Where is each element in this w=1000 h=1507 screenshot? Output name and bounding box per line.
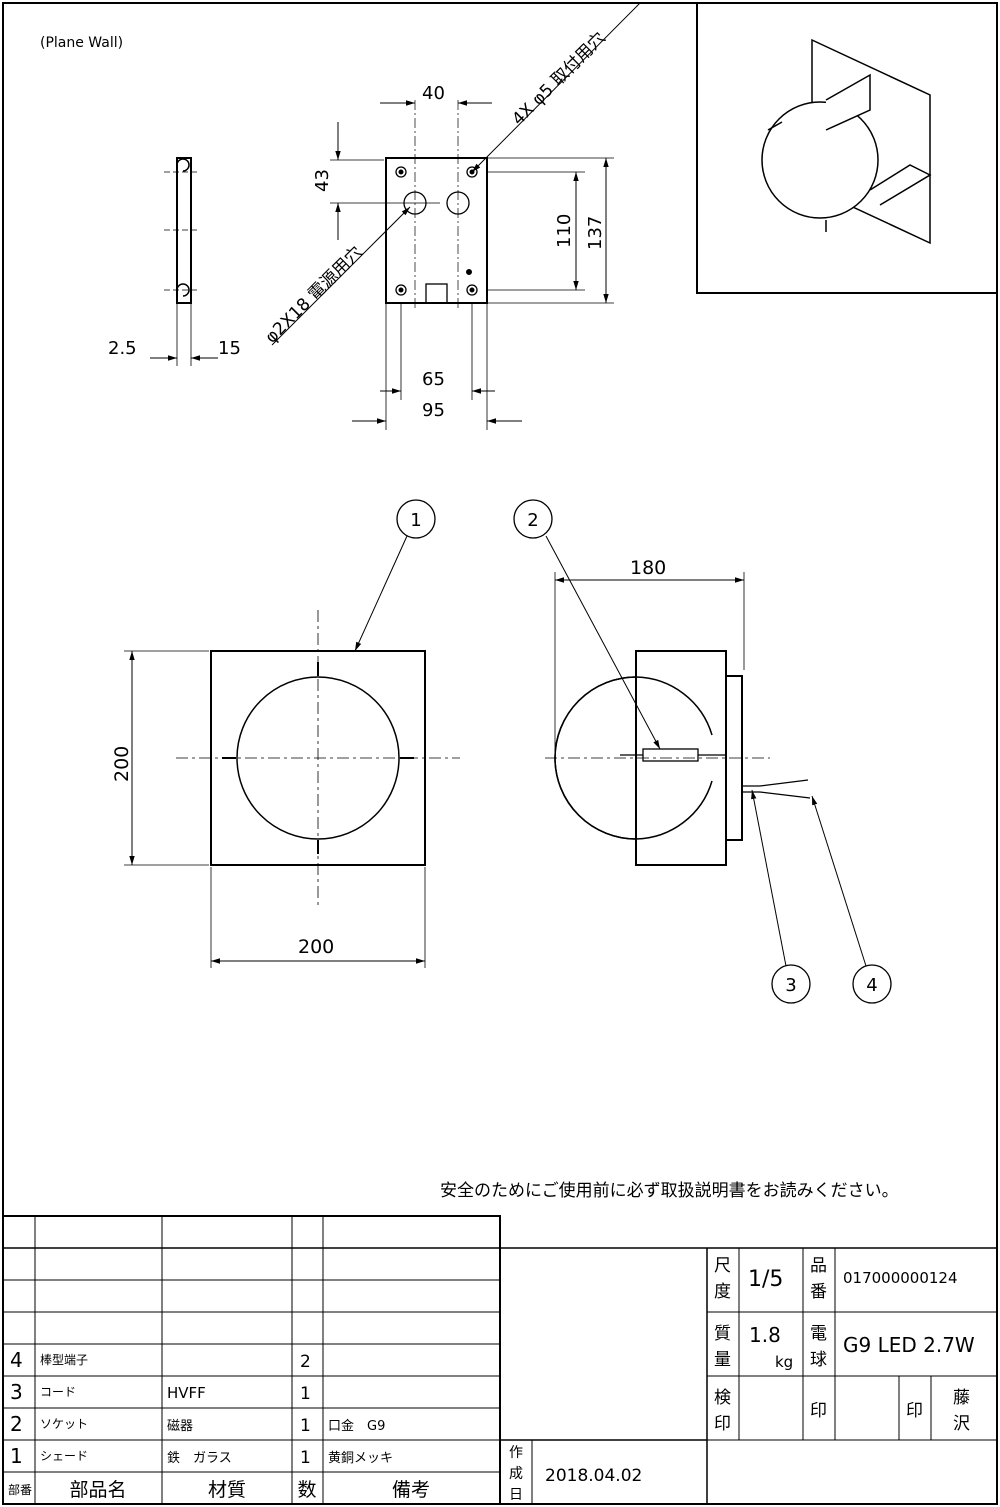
balloon-2-label: 2: [527, 510, 538, 531]
row-name: ソケット: [40, 1417, 88, 1431]
row-no: 3: [10, 1380, 23, 1404]
row-qty: 2: [300, 1352, 311, 1372]
mount-hole-note: 4X φ5 取付用穴: [508, 28, 609, 129]
part-no-label-2: 番: [810, 1282, 827, 1302]
balloon-3-label: 3: [785, 975, 796, 996]
row-material: 鉄 ガラス: [167, 1451, 232, 1466]
bulb-label-2: 球: [810, 1350, 827, 1370]
made-label-3: 日: [509, 1487, 523, 1503]
row-no: 2: [10, 1412, 23, 1436]
height-110-dim: 110: [554, 214, 575, 248]
balloon-4-label: 4: [866, 975, 877, 996]
date-value: 2018.04.02: [545, 1466, 642, 1486]
header-material: 材質: [208, 1479, 246, 1501]
mass-label-1: 質: [714, 1324, 731, 1344]
row-name: コード: [40, 1385, 76, 1399]
seal-1: 印: [810, 1401, 827, 1421]
made-label-1: 作: [509, 1445, 523, 1461]
header-note: (Plane Wall): [40, 35, 123, 51]
side-depth-dim: 15: [218, 338, 241, 359]
row-no: 4: [10, 1348, 23, 1372]
row-no: 1: [10, 1444, 23, 1468]
row-qty: 1: [300, 1416, 311, 1436]
bulb-value: G9 LED 2.7W: [843, 1333, 975, 1357]
parts-table-rows: 4 棒型端子 2 3 コード HVFF 1 2 ソケット 磁器 1 口金 G9 …: [8, 1348, 430, 1501]
lamp-side-view: [513, 499, 892, 1004]
side-depth-180-dim: 180: [630, 557, 666, 579]
front-height-dim: 200: [111, 746, 133, 782]
check-label-1: 検: [714, 1388, 731, 1408]
mass-label-2: 量: [714, 1350, 731, 1370]
part-no-label-1: 品: [810, 1256, 827, 1276]
header-no: 部番: [8, 1482, 32, 1497]
row-remark: 口金 G9: [328, 1418, 385, 1434]
row-remark: 黄銅メッキ: [328, 1451, 393, 1466]
row-name: シェード: [40, 1449, 88, 1463]
width-65-dim: 65: [422, 369, 445, 390]
bracket-side-view: [150, 157, 218, 366]
row-material: 磁器: [167, 1419, 193, 1434]
width-95-dim: 95: [422, 400, 445, 421]
row-material: HVFF: [167, 1384, 206, 1402]
bracket-front-view: [271, 2, 641, 430]
scale-label-1: 尺: [714, 1256, 731, 1276]
parts-table-grid: [2, 1215, 997, 1505]
iso-view: [696, 2, 998, 294]
mass-value: 1.8: [749, 1323, 781, 1347]
power-hole-note: φ2X18 電源用穴: [261, 242, 366, 347]
header-qty: 数: [297, 1479, 316, 1501]
drafter-name-2: 沢: [953, 1414, 970, 1434]
side-thickness-dim: 2.5: [108, 338, 137, 359]
hole-spacing-height-dim: 43: [312, 169, 333, 192]
title-block: 尺 度 1/5 品 番 017000000124 質 量 1.8 kg 電 球 …: [509, 1256, 975, 1503]
header-name: 部品名: [69, 1479, 126, 1501]
header-remark: 備考: [392, 1479, 430, 1501]
part-no-value: 017000000124: [843, 1269, 958, 1287]
scale-value: 1/5: [748, 1267, 783, 1292]
height-137-dim: 137: [585, 216, 606, 250]
mass-unit: kg: [775, 1353, 793, 1371]
row-name: 棒型端子: [40, 1353, 88, 1367]
seal-2: 印: [906, 1401, 923, 1421]
balloon-1-label: 1: [410, 510, 421, 531]
row-qty: 1: [300, 1384, 311, 1404]
safety-note: 安全のためにご使用前に必ず取扱説明書をお読みください。: [440, 1180, 899, 1201]
scale-label-2: 度: [714, 1282, 731, 1302]
lamp-front-view: [124, 499, 460, 968]
made-label-2: 成: [509, 1466, 523, 1482]
bulb-label-1: 電: [810, 1324, 827, 1344]
check-label-2: 印: [714, 1414, 731, 1434]
row-qty: 1: [300, 1448, 311, 1468]
hole-spacing-width-dim: 40: [422, 83, 445, 104]
drafter-name-1: 藤: [953, 1388, 970, 1408]
front-width-dim: 200: [298, 936, 334, 958]
